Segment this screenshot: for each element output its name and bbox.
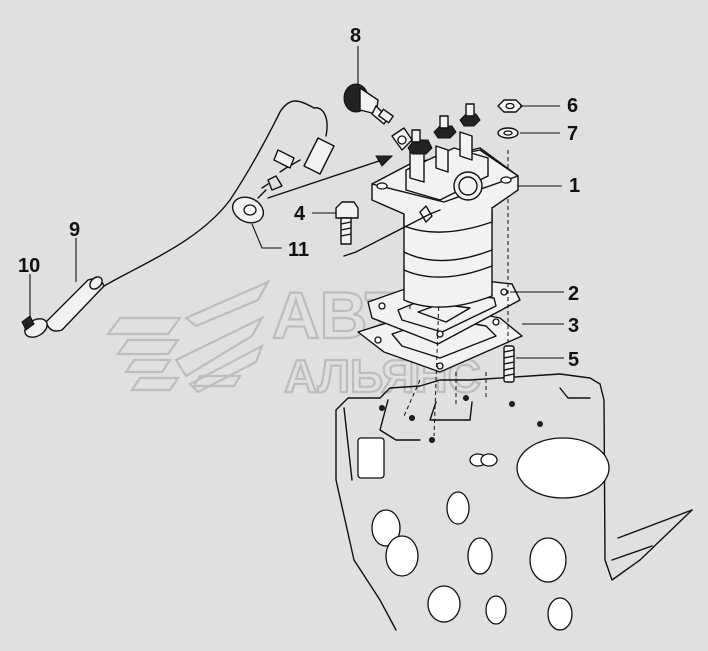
leader-lines xyxy=(29,46,564,359)
callout-6: 6 xyxy=(567,95,578,117)
stud xyxy=(503,345,515,383)
callout-8: 8 xyxy=(350,25,361,47)
callout-2: 2 xyxy=(568,283,579,305)
callout-4: 4 xyxy=(294,203,306,225)
injection-pump xyxy=(343,103,519,308)
assembly-arrow xyxy=(267,155,394,199)
solenoid-fitting xyxy=(343,83,394,125)
hose xyxy=(45,276,105,332)
callout-1: 1 xyxy=(569,175,580,197)
callout-10: 10 xyxy=(18,255,40,277)
callout-9: 9 xyxy=(69,219,80,241)
banjo-fitting xyxy=(391,127,413,151)
nut-and-washer xyxy=(497,99,523,139)
callout-3: 3 xyxy=(568,315,579,337)
bolt xyxy=(335,201,359,245)
callout-7: 7 xyxy=(567,123,578,145)
engine-block xyxy=(335,373,693,631)
cable-harness xyxy=(103,100,335,287)
clamp xyxy=(21,315,48,338)
callout-5: 5 xyxy=(568,349,579,371)
callout-labels: 8 6 7 1 4 9 11 10 2 3 5 xyxy=(18,25,580,371)
callout-11: 11 xyxy=(288,239,309,261)
